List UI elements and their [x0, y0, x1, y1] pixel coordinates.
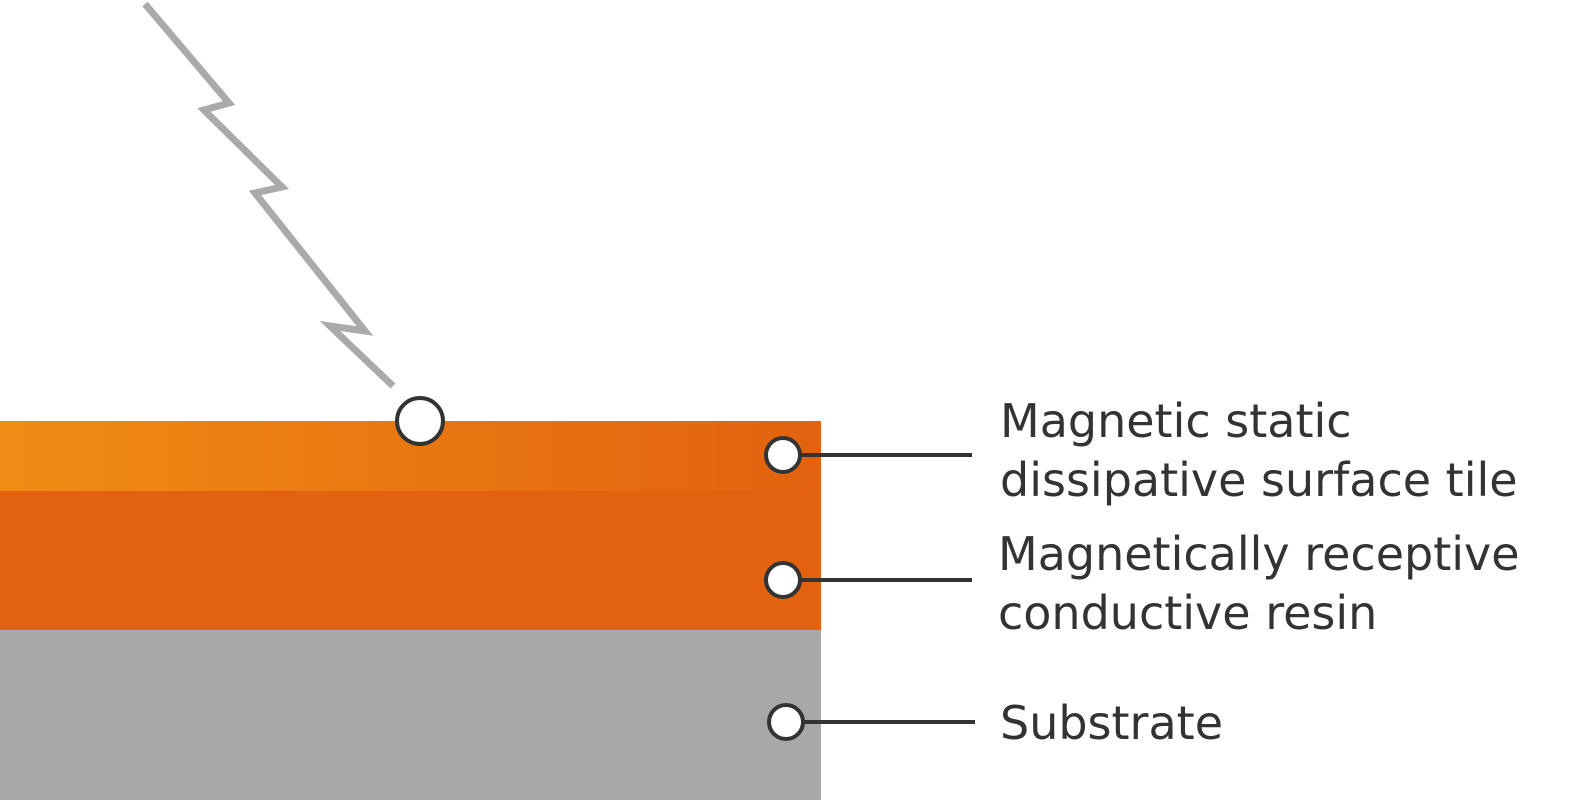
surface-tile-marker [764, 436, 802, 474]
substrate-layer [0, 630, 821, 800]
conductive-resin-marker [764, 561, 802, 599]
substrate-marker [767, 703, 805, 741]
conductive-resin-layer [0, 491, 821, 630]
surface-tile-label-line-1: Magnetic static [1000, 394, 1352, 448]
discharge-point-marker [395, 396, 445, 446]
lightning-bolt-icon [142, 1, 396, 389]
surface-tile-label-line-2: dissipative surface tile [1000, 453, 1518, 507]
conductive-resin-label-line-1: Magnetically receptive [998, 527, 1520, 581]
substrate-label: Substrate [1000, 696, 1223, 750]
conductive-resin-label-line-2: conductive resin [998, 586, 1377, 640]
